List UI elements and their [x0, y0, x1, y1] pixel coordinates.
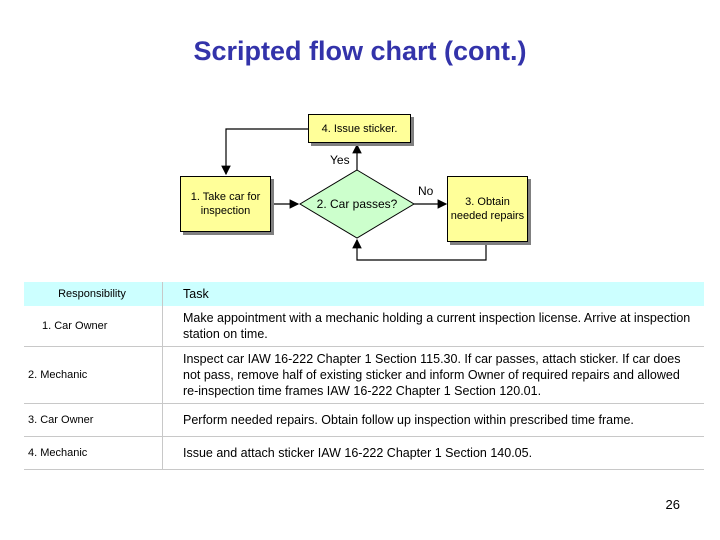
page-title: Scripted flow chart (cont.) [193, 36, 527, 66]
yes-label: Yes [330, 153, 350, 167]
row-task: Inspect car IAW 16-222 Chapter 1 Section… [162, 346, 704, 404]
page-number: 26 [665, 497, 680, 512]
flow-step3-box: 3. Obtain needed repairs [447, 176, 528, 242]
flow-step2-label: 2. Car passes? [316, 197, 398, 211]
flow-step4-box: 4. Issue sticker. [308, 114, 411, 143]
no-label: No [418, 184, 434, 198]
arrow-step3-to-decision [352, 238, 487, 261]
flow-step3-label: 3. Obtain needed repairs [450, 196, 525, 222]
table-header-row: Responsibility Task [24, 282, 704, 306]
row-responsibility: 4. Mechanic [24, 436, 163, 470]
header-responsibility: Responsibility [24, 282, 163, 306]
flowchart-connectors [221, 128, 487, 261]
flow-step4-label: 4. Issue sticker. [321, 122, 398, 135]
responsibility-table: Responsibility Task 1. Car Owner Make ap… [24, 282, 704, 470]
row-responsibility: 1. Car Owner [24, 306, 163, 347]
flow-step1-box: 1. Take car for inspection [180, 176, 271, 232]
row-task: Make appointment with a mechanic holding… [162, 306, 704, 347]
table-row: 1. Car Owner Make appointment with a mec… [24, 306, 704, 347]
row-task: Perform needed repairs. Obtain follow up… [162, 403, 704, 437]
table-row: 3. Car Owner Perform needed repairs. Obt… [24, 403, 704, 437]
flow-step1-label: 1. Take car for inspection [190, 191, 261, 217]
table-row: 4. Mechanic Issue and attach sticker IAW… [24, 436, 704, 470]
header-task: Task [162, 282, 704, 306]
arrow-step4-to-step1 [221, 128, 308, 176]
decision-diamond [299, 169, 415, 239]
row-responsibility: 3. Car Owner [24, 403, 163, 437]
row-responsibility: 2. Mechanic [24, 346, 163, 404]
table-row: 2. Mechanic Inspect car IAW 16-222 Chapt… [24, 346, 704, 404]
row-task: Issue and attach sticker IAW 16-222 Chap… [162, 436, 704, 470]
